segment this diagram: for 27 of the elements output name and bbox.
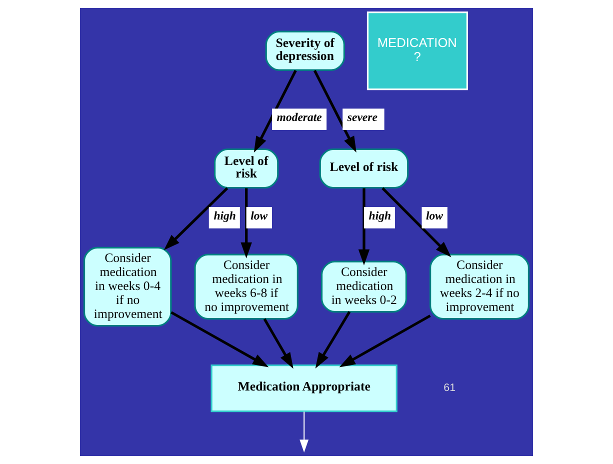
node-box: Level of risk	[319, 148, 409, 189]
arrow	[339, 314, 431, 368]
arrow	[263, 318, 294, 369]
node-box: Severity of depression	[265, 30, 345, 71]
node-box: Consider medication in weeks 2-4 if no improvement	[430, 254, 530, 320]
label: 61	[444, 382, 456, 394]
edge-label: severe	[347, 111, 378, 124]
arrow	[313, 70, 356, 153]
arrow	[382, 187, 452, 258]
edge-label: low	[426, 210, 444, 223]
arrow	[240, 188, 252, 258]
arrow	[170, 311, 269, 368]
node-box: Medication Appropriate	[210, 364, 398, 412]
node-box: Consider medication in weeks 6-8 if no improvement	[194, 254, 298, 320]
node-box: Level of risk	[214, 148, 279, 189]
arrow	[358, 188, 370, 266]
arrow	[164, 187, 228, 250]
node-box: Consider medication in weeks 0-4 if no improvement	[83, 246, 172, 327]
node-box: MEDICATION ?	[366, 12, 468, 90]
edge-label: low	[250, 210, 268, 223]
arrow	[300, 412, 309, 452]
edge-label: high	[368, 210, 392, 223]
arrow	[315, 311, 351, 369]
node-box: Consider medication in weeks 0-2	[320, 260, 408, 313]
edge-label: moderate	[276, 111, 322, 124]
arrow	[254, 70, 297, 153]
edge-label: high	[214, 210, 236, 223]
